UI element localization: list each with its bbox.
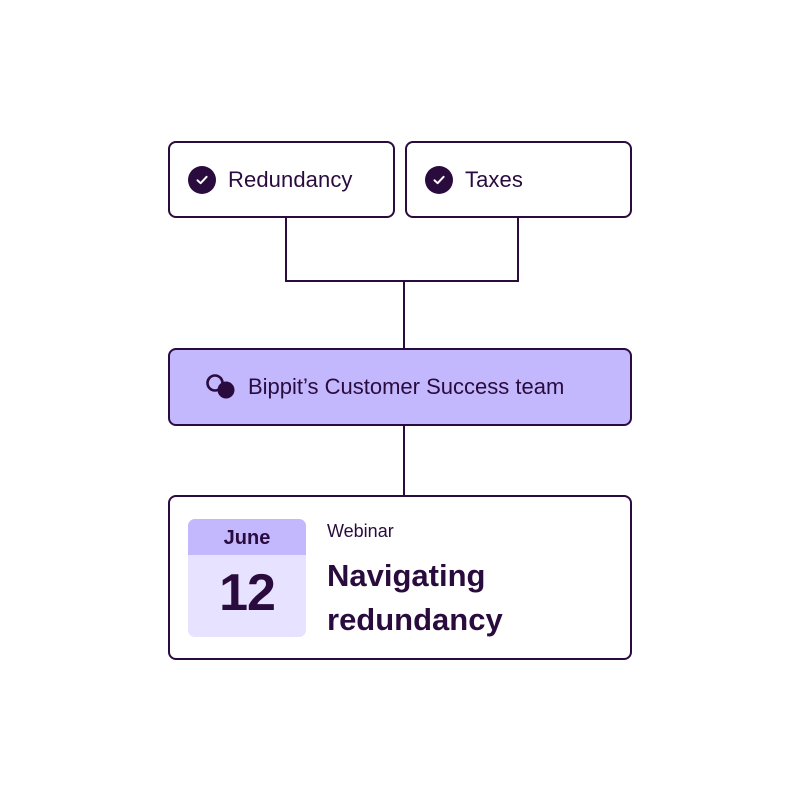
topic-box-redundancy: Redundancy bbox=[168, 141, 395, 218]
check-circle-icon bbox=[425, 165, 453, 194]
check-circle-icon bbox=[188, 165, 216, 194]
calendar-day: 12 bbox=[219, 564, 276, 622]
connector-horizontal bbox=[285, 280, 519, 282]
event-card: June 12 Webinar Navigating redundancy bbox=[168, 495, 632, 660]
connector-topic-left bbox=[285, 217, 287, 282]
chat-bubbles-icon bbox=[204, 373, 238, 401]
connector-to-team bbox=[403, 281, 405, 349]
topic-label: Taxes bbox=[465, 166, 523, 192]
topic-label: Redundancy bbox=[228, 166, 353, 192]
team-label: Bippit’s Customer Success team bbox=[248, 374, 565, 399]
event-type: Webinar bbox=[327, 521, 394, 541]
calendar-badge: June 12 bbox=[188, 519, 306, 637]
connector-topic-right bbox=[517, 217, 519, 282]
topic-box-taxes: Taxes bbox=[405, 141, 632, 218]
team-box: Bippit’s Customer Success team bbox=[168, 348, 632, 426]
calendar-month: June bbox=[188, 519, 306, 555]
event-title: Navigating redundancy bbox=[327, 558, 503, 637]
connector-to-event bbox=[403, 425, 405, 496]
